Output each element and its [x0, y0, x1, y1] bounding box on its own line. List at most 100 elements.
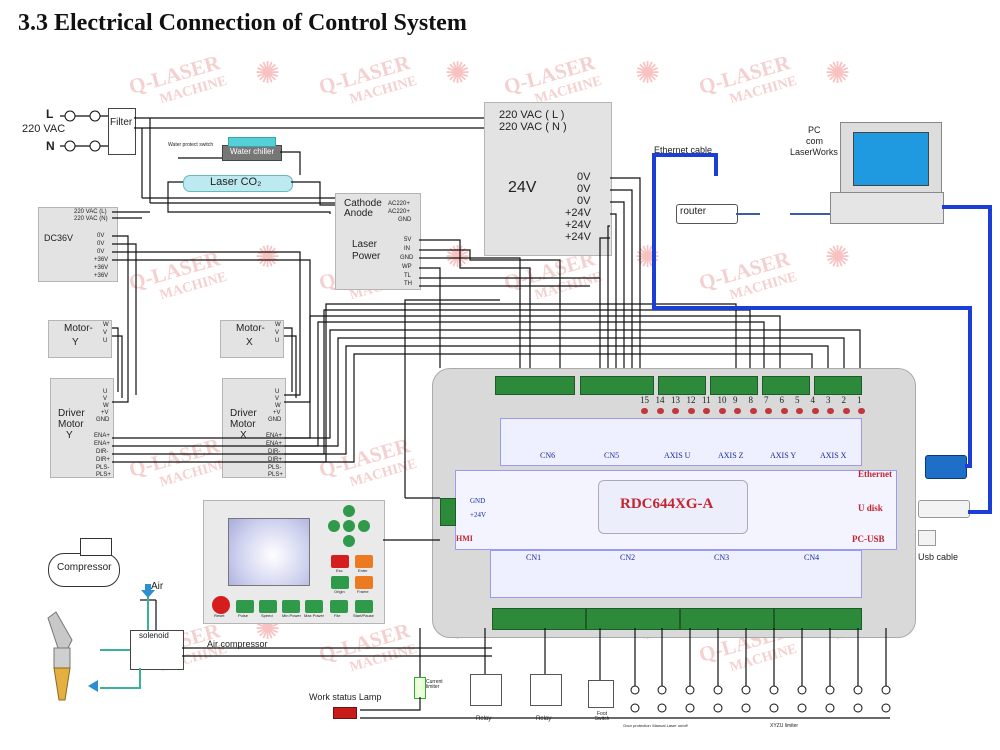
- dc36v-box: [38, 207, 118, 282]
- arrow-down-button[interactable]: [343, 535, 355, 547]
- indicator-led: [687, 408, 695, 414]
- bottom-connector[interactable]: [586, 608, 680, 630]
- arrow-left-button[interactable]: [328, 520, 340, 532]
- motor-x-label: Motor-: [236, 323, 265, 334]
- lp-ctrl-pin: GND: [400, 255, 414, 261]
- motor-x-box: [220, 320, 284, 358]
- usb-plug: [918, 530, 936, 546]
- hmi-24v: +24V: [470, 511, 487, 519]
- psu-in-n: 220 VAC ( N ): [499, 121, 567, 133]
- pc-label: com: [806, 136, 824, 146]
- top-group-label: AXIS Z: [718, 451, 744, 460]
- driver-x-label: Motor: [230, 419, 256, 430]
- sun-icon: ✺: [825, 57, 851, 90]
- router-label: router: [680, 206, 707, 217]
- indicator-led: [718, 408, 726, 414]
- driver-x-pin: PLS-: [268, 465, 282, 471]
- top-connector[interactable]: [658, 376, 706, 395]
- top-connector[interactable]: [814, 376, 862, 395]
- dc36-out: 0V: [97, 233, 105, 239]
- reset-button[interactable]: [212, 596, 230, 614]
- relay-label: Relay: [476, 716, 492, 722]
- hmi-connector[interactable]: [440, 498, 456, 526]
- origin-button[interactable]: [331, 576, 349, 589]
- driver-y-pin: +V: [101, 410, 109, 416]
- sun-icon: ✺: [635, 57, 661, 90]
- indicator-led: [656, 408, 664, 414]
- esc-button[interactable]: [331, 555, 349, 568]
- min-power-button[interactable]: [282, 600, 300, 613]
- speed-label: Speed: [261, 613, 273, 618]
- work-lamp-label: Work status Lamp: [309, 692, 382, 702]
- driver-y-label: Driver: [58, 408, 85, 419]
- sun-icon: ✺: [255, 241, 281, 274]
- water-chiller-label: Water chiller: [230, 147, 275, 156]
- driver-x-pin: U: [275, 389, 280, 395]
- usb-cable-label: Usb cable: [918, 552, 959, 562]
- dc36-in: 220 VAC (L): [74, 209, 107, 215]
- max-power-button[interactable]: [305, 600, 323, 613]
- top-pin-number: 8: [748, 395, 754, 405]
- usb-plug: [918, 500, 970, 518]
- mains-voltage-label: 220 VAC: [22, 123, 66, 135]
- top-pin-number: 3: [826, 395, 831, 405]
- relay-box: [470, 674, 502, 706]
- indicator-led: [765, 408, 772, 414]
- driver-x-pin: V: [275, 396, 280, 402]
- compressor-motor: [80, 538, 112, 556]
- file-button[interactable]: [330, 600, 348, 613]
- air-compressor-label: Air compressor: [207, 639, 268, 649]
- arrow-up-button[interactable]: [343, 505, 355, 517]
- driver-x-pin: DIR-: [268, 449, 281, 455]
- bottom-group-label: CN3: [714, 553, 730, 562]
- filter-label: Filter: [110, 117, 133, 128]
- enter-button[interactable]: [355, 555, 373, 568]
- top-pin-number: 9: [733, 395, 738, 405]
- top-group-label: CN6: [540, 451, 556, 460]
- driver-y-pin: ENA+: [94, 441, 110, 447]
- motor-x-pin: W: [275, 322, 281, 328]
- sun-icon: ✺: [445, 57, 471, 90]
- top-pin-number: 13: [671, 395, 680, 405]
- current-limiter-label: Current limiter: [426, 679, 443, 691]
- bottom-group-label: CN4: [804, 553, 820, 562]
- top-group-label: AXIS X: [820, 451, 847, 460]
- top-pin-number: 6: [779, 395, 785, 405]
- driver-x-pin: +V: [273, 410, 281, 416]
- dc36-out: 0V: [97, 241, 105, 247]
- start-pause-button[interactable]: [355, 600, 373, 613]
- top-connector[interactable]: [710, 376, 758, 395]
- top-connector[interactable]: [495, 376, 575, 395]
- top-pin-number: 2: [841, 395, 847, 405]
- arrow-center-button[interactable]: [343, 520, 355, 532]
- ethernet-plug: [925, 455, 967, 479]
- frame-button[interactable]: [355, 576, 373, 589]
- dc36-out: +36V: [94, 273, 109, 279]
- pulse-button[interactable]: [236, 600, 254, 613]
- motor-y-label: Y: [72, 337, 79, 348]
- frame-label: Frame: [357, 589, 369, 594]
- driver-x-pin: GND: [268, 417, 282, 423]
- mains-l-label: L: [46, 107, 54, 121]
- driver-y-pin: PLS+: [96, 472, 111, 478]
- top-pin-number: 4: [810, 395, 816, 405]
- arrow-right-button[interactable]: [358, 520, 370, 532]
- bottom-connector[interactable]: [492, 608, 586, 630]
- pulse-label: Pulse: [238, 613, 249, 618]
- driver-y-pin: DIR+: [96, 457, 110, 463]
- lp-ac-pin: AC220+: [388, 209, 410, 215]
- top-connector[interactable]: [762, 376, 810, 395]
- top-connector[interactable]: [580, 376, 654, 395]
- bottom-connector[interactable]: [680, 608, 774, 630]
- top-group-label: AXIS Y: [770, 451, 797, 460]
- board-udisk-label: U disk: [858, 503, 883, 513]
- psu-24v-box: [484, 102, 612, 256]
- pc-screen: [853, 132, 929, 186]
- speed-button[interactable]: [259, 600, 277, 613]
- driver-y-pin: PLS-: [96, 465, 110, 471]
- lp-ctrl-pin: 5V: [404, 237, 412, 243]
- indicator-led: [858, 408, 865, 414]
- origin-label: Origin: [334, 589, 345, 594]
- bottom-connector[interactable]: [774, 608, 862, 630]
- driver-x-pin: ENA+: [266, 441, 282, 447]
